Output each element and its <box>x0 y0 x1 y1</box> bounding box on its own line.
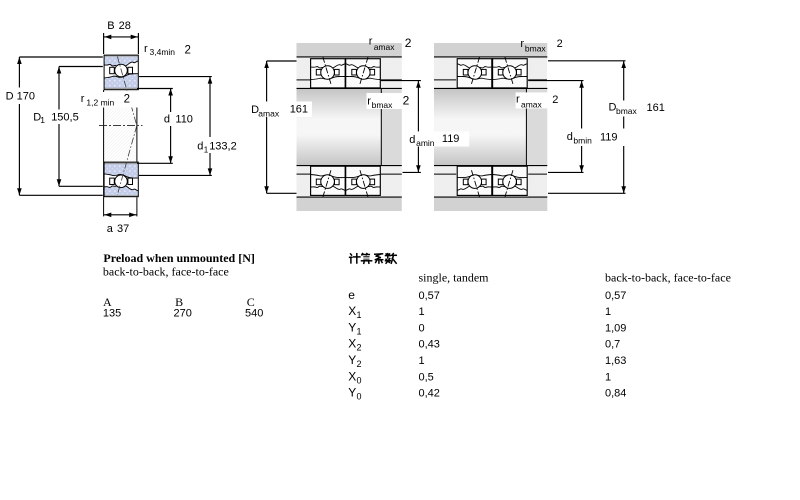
svg-text:single, tandem: single, tandem <box>419 270 490 284</box>
svg-text:D: D <box>609 102 617 114</box>
svg-text:A: A <box>103 295 112 309</box>
svg-text:amin: amin <box>416 138 435 148</box>
svg-text:1,63: 1,63 <box>605 355 626 367</box>
svg-text:X: X <box>348 337 356 351</box>
svg-text:amax: amax <box>374 42 396 52</box>
svg-text:bmax: bmax <box>372 100 394 110</box>
svg-text:r: r <box>369 36 373 48</box>
svg-text:540: 540 <box>245 308 263 320</box>
svg-text:1: 1 <box>204 146 209 155</box>
svg-text:170: 170 <box>17 91 35 103</box>
svg-text:bmax: bmax <box>525 44 547 54</box>
svg-text:2: 2 <box>185 45 191 57</box>
svg-text:X: X <box>348 304 356 318</box>
svg-text:1: 1 <box>357 326 362 336</box>
svg-text:150,5: 150,5 <box>51 111 79 123</box>
svg-text:amax: amax <box>258 109 280 119</box>
svg-text:amax: amax <box>521 100 543 110</box>
svg-text:1,09: 1,09 <box>605 322 626 334</box>
svg-text:D: D <box>6 91 14 103</box>
svg-text:37: 37 <box>117 223 129 235</box>
svg-text:135: 135 <box>103 308 121 320</box>
svg-text:B: B <box>107 20 114 32</box>
svg-text:back-to-back, face-to-face: back-to-back, face-to-face <box>103 265 229 279</box>
svg-text:2: 2 <box>357 359 362 369</box>
svg-text:1: 1 <box>605 306 611 318</box>
svg-text:X: X <box>348 369 356 383</box>
svg-text:0: 0 <box>357 375 362 385</box>
svg-text:1: 1 <box>605 371 611 383</box>
svg-text:Y: Y <box>348 386 356 400</box>
svg-text:a: a <box>107 223 114 235</box>
svg-text:133,2: 133,2 <box>209 141 237 153</box>
svg-text:3,4min: 3,4min <box>150 47 176 57</box>
svg-text:r: r <box>520 38 524 50</box>
svg-text:1: 1 <box>419 306 425 318</box>
svg-text:0,42: 0,42 <box>419 388 440 400</box>
svg-text:C: C <box>247 295 255 309</box>
svg-text:161: 161 <box>290 103 308 115</box>
svg-text:1,2 min: 1,2 min <box>86 97 114 107</box>
svg-text:270: 270 <box>174 308 192 320</box>
svg-text:1: 1 <box>419 355 425 367</box>
svg-text:D: D <box>251 104 259 116</box>
svg-text:2: 2 <box>403 94 410 108</box>
svg-text:2: 2 <box>357 343 362 353</box>
svg-text:2: 2 <box>124 94 130 106</box>
svg-text:161: 161 <box>647 102 665 114</box>
svg-text:d: d <box>409 134 415 146</box>
svg-text:Y: Y <box>348 320 356 334</box>
svg-text:bmin: bmin <box>573 136 592 146</box>
svg-text:d: d <box>164 114 170 126</box>
svg-text:1: 1 <box>357 310 362 320</box>
svg-text:119: 119 <box>600 131 618 143</box>
svg-text:2: 2 <box>557 38 563 50</box>
svg-text:r: r <box>516 94 520 106</box>
svg-text:110: 110 <box>175 114 193 126</box>
svg-text:0,57: 0,57 <box>419 290 440 302</box>
svg-text:0: 0 <box>357 392 362 402</box>
svg-text:r: r <box>144 43 148 55</box>
svg-text:B: B <box>175 295 183 309</box>
svg-text:0,5: 0,5 <box>419 371 434 383</box>
svg-text:28: 28 <box>119 20 131 32</box>
svg-text:Preload when unmounted [N]: Preload when unmounted [N] <box>103 251 254 265</box>
svg-text:2: 2 <box>405 36 412 50</box>
svg-text:r: r <box>367 96 371 108</box>
svg-text:D: D <box>33 111 41 123</box>
svg-text:bmax: bmax <box>616 106 638 116</box>
svg-text:0,57: 0,57 <box>605 290 626 302</box>
svg-text:e: e <box>348 288 355 302</box>
svg-text:2: 2 <box>552 94 558 106</box>
svg-text:0: 0 <box>419 322 425 334</box>
svg-text:r: r <box>81 93 85 105</box>
svg-text:d: d <box>197 141 203 153</box>
svg-text:119: 119 <box>442 133 460 145</box>
svg-text:0,43: 0,43 <box>419 339 440 351</box>
svg-text:Y: Y <box>348 353 356 367</box>
svg-text:0,7: 0,7 <box>605 339 620 351</box>
svg-text:1: 1 <box>40 115 45 125</box>
svg-text:back-to-back, face-to-face: back-to-back, face-to-face <box>605 270 731 284</box>
svg-text:0,84: 0,84 <box>605 388 626 400</box>
svg-text:d: d <box>567 131 573 143</box>
